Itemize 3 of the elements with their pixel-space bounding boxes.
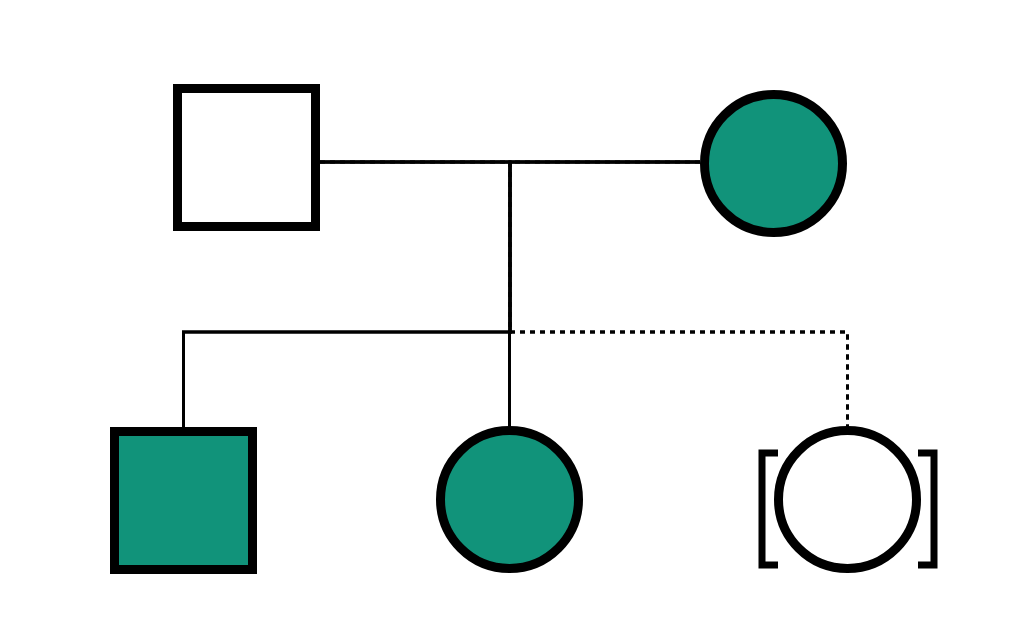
square-symbol: [110, 427, 257, 574]
pedigree-line: [508, 160, 849, 426]
square-symbol: [173, 84, 320, 231]
